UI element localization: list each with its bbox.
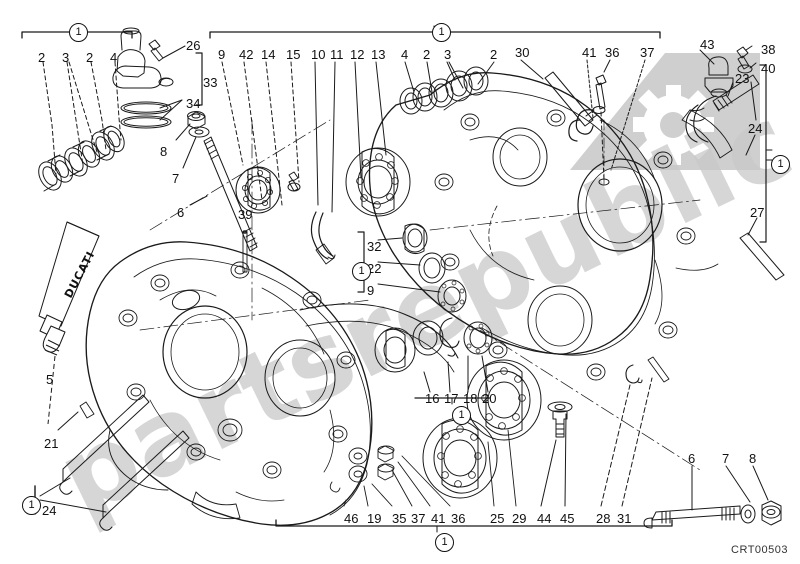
callout-number: 5 bbox=[46, 372, 54, 387]
callout-number: 34 bbox=[186, 96, 201, 111]
callout-number: 2 bbox=[423, 47, 431, 62]
callout-number: 8 bbox=[160, 144, 168, 159]
callout-number: 24 bbox=[42, 503, 57, 518]
callout-number: 32 bbox=[367, 239, 382, 254]
gear-logo-shape bbox=[570, 53, 760, 170]
callout-number: 29 bbox=[512, 511, 527, 526]
callout-number: 12 bbox=[350, 47, 365, 62]
callout-number: 40 bbox=[761, 61, 776, 76]
callout-number: 35 bbox=[392, 511, 407, 526]
callout-number: 39 bbox=[238, 207, 253, 222]
callout-number: 33 bbox=[203, 75, 218, 90]
callout-number: 44 bbox=[537, 511, 552, 526]
callout-number: 31 bbox=[617, 511, 632, 526]
callout-number: 3 bbox=[444, 47, 452, 62]
callout-number: 17 bbox=[444, 391, 459, 406]
callout-number: 36 bbox=[451, 511, 466, 526]
callout-number: 36 bbox=[605, 45, 620, 60]
callout-number: 18 bbox=[463, 391, 478, 406]
callout-number: 43 bbox=[700, 37, 715, 52]
callout-number: 2 bbox=[86, 50, 94, 65]
circled-group-number: 1 bbox=[22, 496, 41, 515]
callout-number: 4 bbox=[110, 50, 118, 65]
callout-number: 24 bbox=[748, 121, 763, 136]
circled-group-number: 1 bbox=[432, 23, 451, 42]
callout-number: 30 bbox=[515, 45, 530, 60]
callout-number: 21 bbox=[44, 436, 59, 451]
callout-number: 4 bbox=[401, 47, 409, 62]
circled-group-number: 1 bbox=[771, 155, 790, 174]
callout-number: 9 bbox=[218, 47, 226, 62]
callout-number: 16 bbox=[425, 391, 440, 406]
callout-number: 14 bbox=[261, 47, 276, 62]
callout-number: 37 bbox=[411, 511, 426, 526]
callout-number: 6 bbox=[688, 451, 696, 466]
callout-number: 23 bbox=[735, 71, 750, 86]
callout-number: 2 bbox=[38, 50, 46, 65]
callout-number: 45 bbox=[560, 511, 575, 526]
callout-number: 8 bbox=[749, 451, 757, 466]
callout-number: 26 bbox=[186, 38, 201, 53]
callout-number: 10 bbox=[311, 47, 326, 62]
callout-number: 9 bbox=[367, 283, 375, 298]
callout-number: 27 bbox=[750, 205, 765, 220]
callout-number: 28 bbox=[596, 511, 611, 526]
callout-number: 3 bbox=[62, 50, 70, 65]
callout-number: 41 bbox=[582, 45, 597, 60]
callout-number: 38 bbox=[761, 42, 776, 57]
callout-number: 37 bbox=[640, 45, 655, 60]
callout-number: 20 bbox=[482, 391, 497, 406]
callout-number: 41 bbox=[431, 511, 446, 526]
callout-number: 7 bbox=[722, 451, 730, 466]
callout-number: 13 bbox=[371, 47, 386, 62]
drawing-reference-code: CRT00503 bbox=[731, 544, 788, 556]
circled-group-number: 1 bbox=[352, 262, 371, 281]
callout-number: 19 bbox=[367, 511, 382, 526]
callout-number: 15 bbox=[286, 47, 301, 62]
callout-number: 25 bbox=[490, 511, 505, 526]
callout-number: 6 bbox=[177, 205, 185, 220]
callout-number: 7 bbox=[172, 171, 180, 186]
circled-group-number: 1 bbox=[435, 533, 454, 552]
watermark-gear-logo bbox=[560, 35, 800, 175]
callout-number: 42 bbox=[239, 47, 254, 62]
callout-number: 11 bbox=[330, 47, 344, 62]
callout-number: 2 bbox=[490, 47, 498, 62]
callout-number: 46 bbox=[344, 511, 359, 526]
circled-group-number: 1 bbox=[69, 23, 88, 42]
circled-group-number: 1 bbox=[452, 406, 471, 425]
